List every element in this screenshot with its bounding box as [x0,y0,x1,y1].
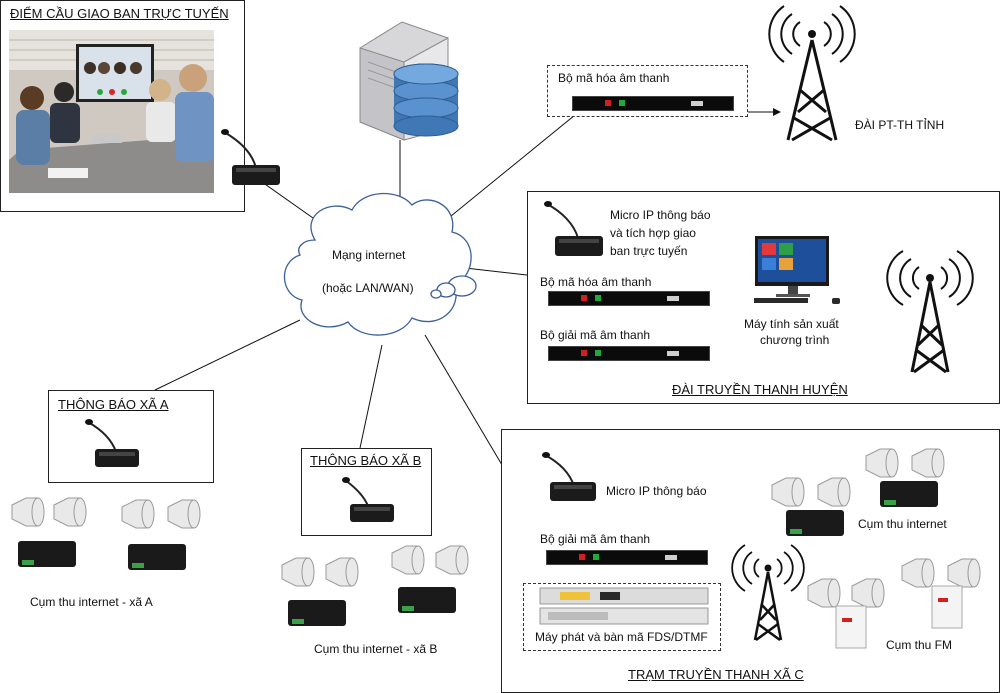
commune-a-receiver-label: Cụm thu internet - xã A [30,595,153,609]
district-station-title: ĐÀI TRUYỀN THANH HUYỆN [672,382,848,397]
district-pc-label-2: chương trình [760,333,830,347]
commune-c-internet-cluster-label: Cụm thu internet [858,517,947,531]
district-mic-label-2: và tích hợp giao [610,226,696,240]
district-encoder-label: Bộ mã hóa âm thanh [540,275,652,289]
district-encoder-device [548,291,710,306]
commune-c-decoder-label: Bộ giải mã âm thanh [540,532,651,546]
commune-c-decoder-device [546,550,708,565]
commune-c-fm-cluster-label: Cụm thu FM [886,638,953,652]
province-station-label: ĐÀI PT-TH TỈNH [855,118,945,132]
commune-c-mic-label: Micro IP thông báo [606,484,707,498]
district-decoder-label: Bộ giải mã âm thanh [540,328,651,342]
commune-a-title: THÔNG BÁO XÃ A [58,397,169,412]
cloud-label-line1: Mạng internet [332,248,406,262]
province-encoder-label: Bộ mã hóa âm thanh [558,71,670,85]
district-decoder-device [548,346,710,361]
cloud-label-line2: (hoặc LAN/WAN) [322,281,414,295]
district-mic-label-3: ban trực tuyến [610,244,688,258]
province-encoder-device [572,96,734,111]
commune-a-panel [48,390,214,483]
meeting-point-title: ĐIỂM CẦU GIAO BAN TRỰC TUYẾN [10,6,229,21]
commune-b-title: THÔNG BÁO XÃ B [310,453,422,468]
commune-c-transmitter-label: Máy phát và bàn mã FDS/DTMF [535,630,708,644]
commune-b-receiver-label: Cụm thu internet - xã B [314,642,438,656]
district-mic-label-1: Micro IP thông báo [610,208,711,222]
commune-c-title: TRẠM TRUYỀN THANH XÃ C [628,667,804,682]
district-pc-label-1: Máy tính sản xuất [744,317,839,331]
